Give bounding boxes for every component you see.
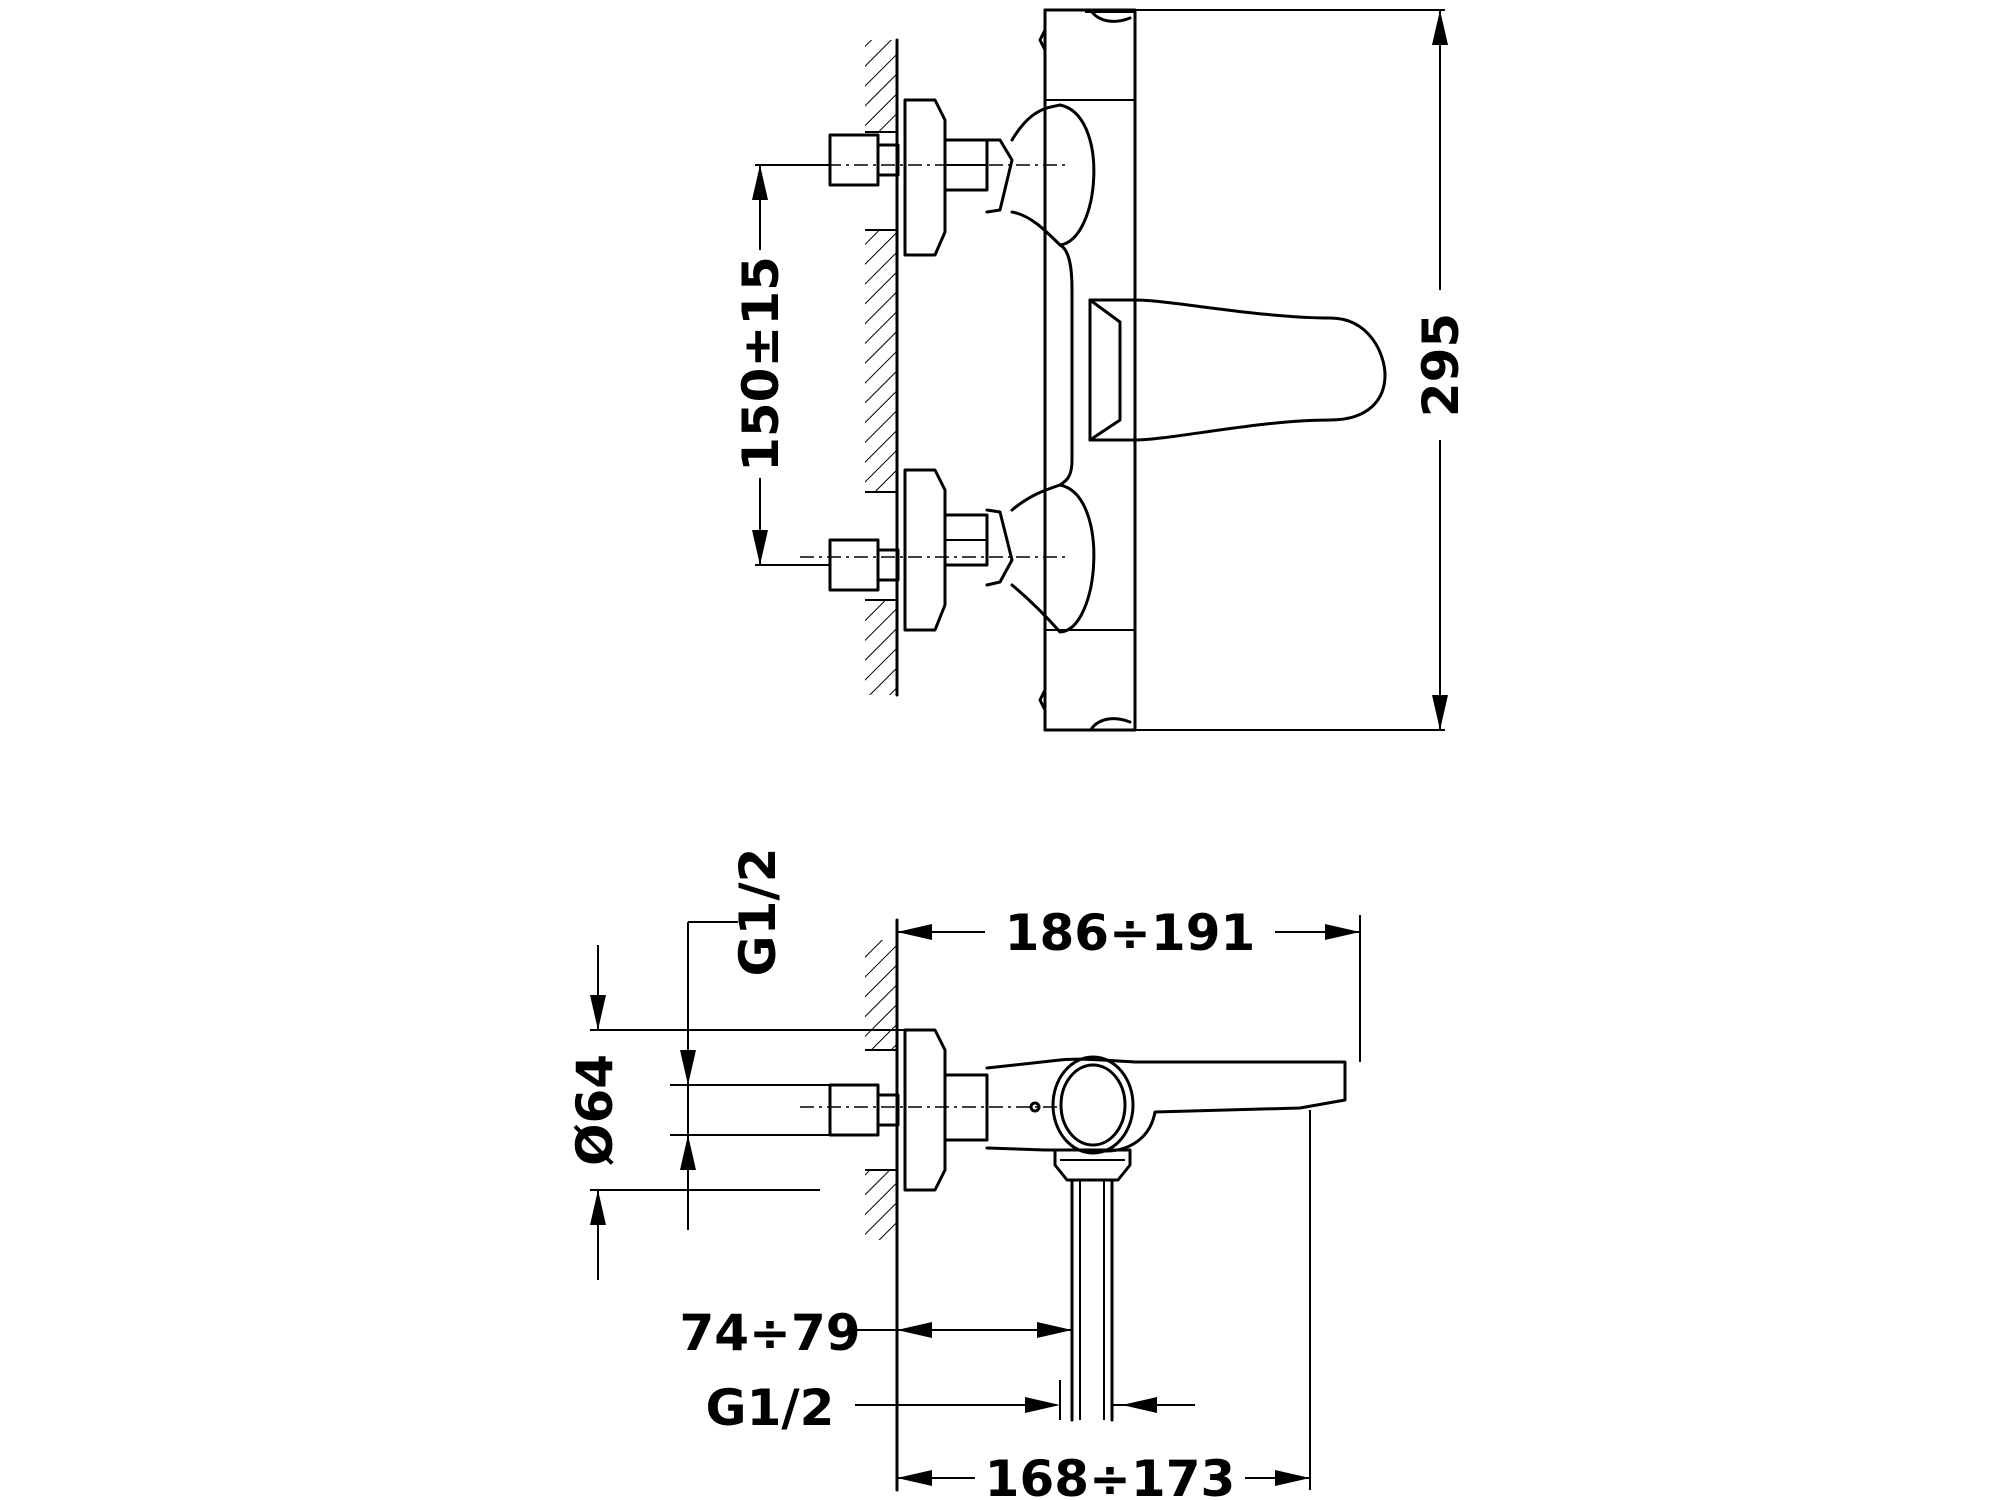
wall-front [865, 38, 899, 697]
dim-inlet-spacing [752, 164, 830, 566]
front-view: 150±15 295 [732, 8, 1470, 732]
dim-spout-projection [896, 915, 1361, 1062]
dim-body-projection [897, 1110, 1311, 1490]
dim-outlet-distance [855, 1322, 1072, 1338]
dim-escutcheon [590, 945, 905, 1280]
dim-outlet-thread [855, 1380, 1195, 1420]
dim-label-inlet-thread: G1/2 [729, 848, 787, 977]
inlet-side [800, 1028, 1060, 1192]
dim-label-outlet-thread: G1/2 [706, 1379, 835, 1437]
dim-label-outlet-distance: 74÷79 [679, 1304, 860, 1362]
dim-overall-height [1135, 9, 1448, 731]
dim-label-escutcheon: Ø64 [566, 1054, 624, 1166]
dim-label-spout-projection: 186÷191 [1005, 904, 1256, 962]
mixer-body-front [1010, 8, 1137, 732]
inlet-upper [800, 98, 1070, 257]
spout-front [1088, 298, 1387, 442]
mixer-body-side [985, 1055, 1347, 1422]
dim-label-overall-height: 295 [1412, 313, 1470, 417]
dim-label-inlet-spacing: 150±15 [732, 256, 790, 472]
inlet-lower [800, 468, 1070, 632]
side-view: 186÷191 G1/2 Ø64 74÷79 [566, 848, 1361, 1500]
dim-inlet-thread [670, 921, 830, 1230]
wall-side [865, 918, 899, 1492]
dim-label-body-projection: 168÷173 [985, 1450, 1236, 1500]
